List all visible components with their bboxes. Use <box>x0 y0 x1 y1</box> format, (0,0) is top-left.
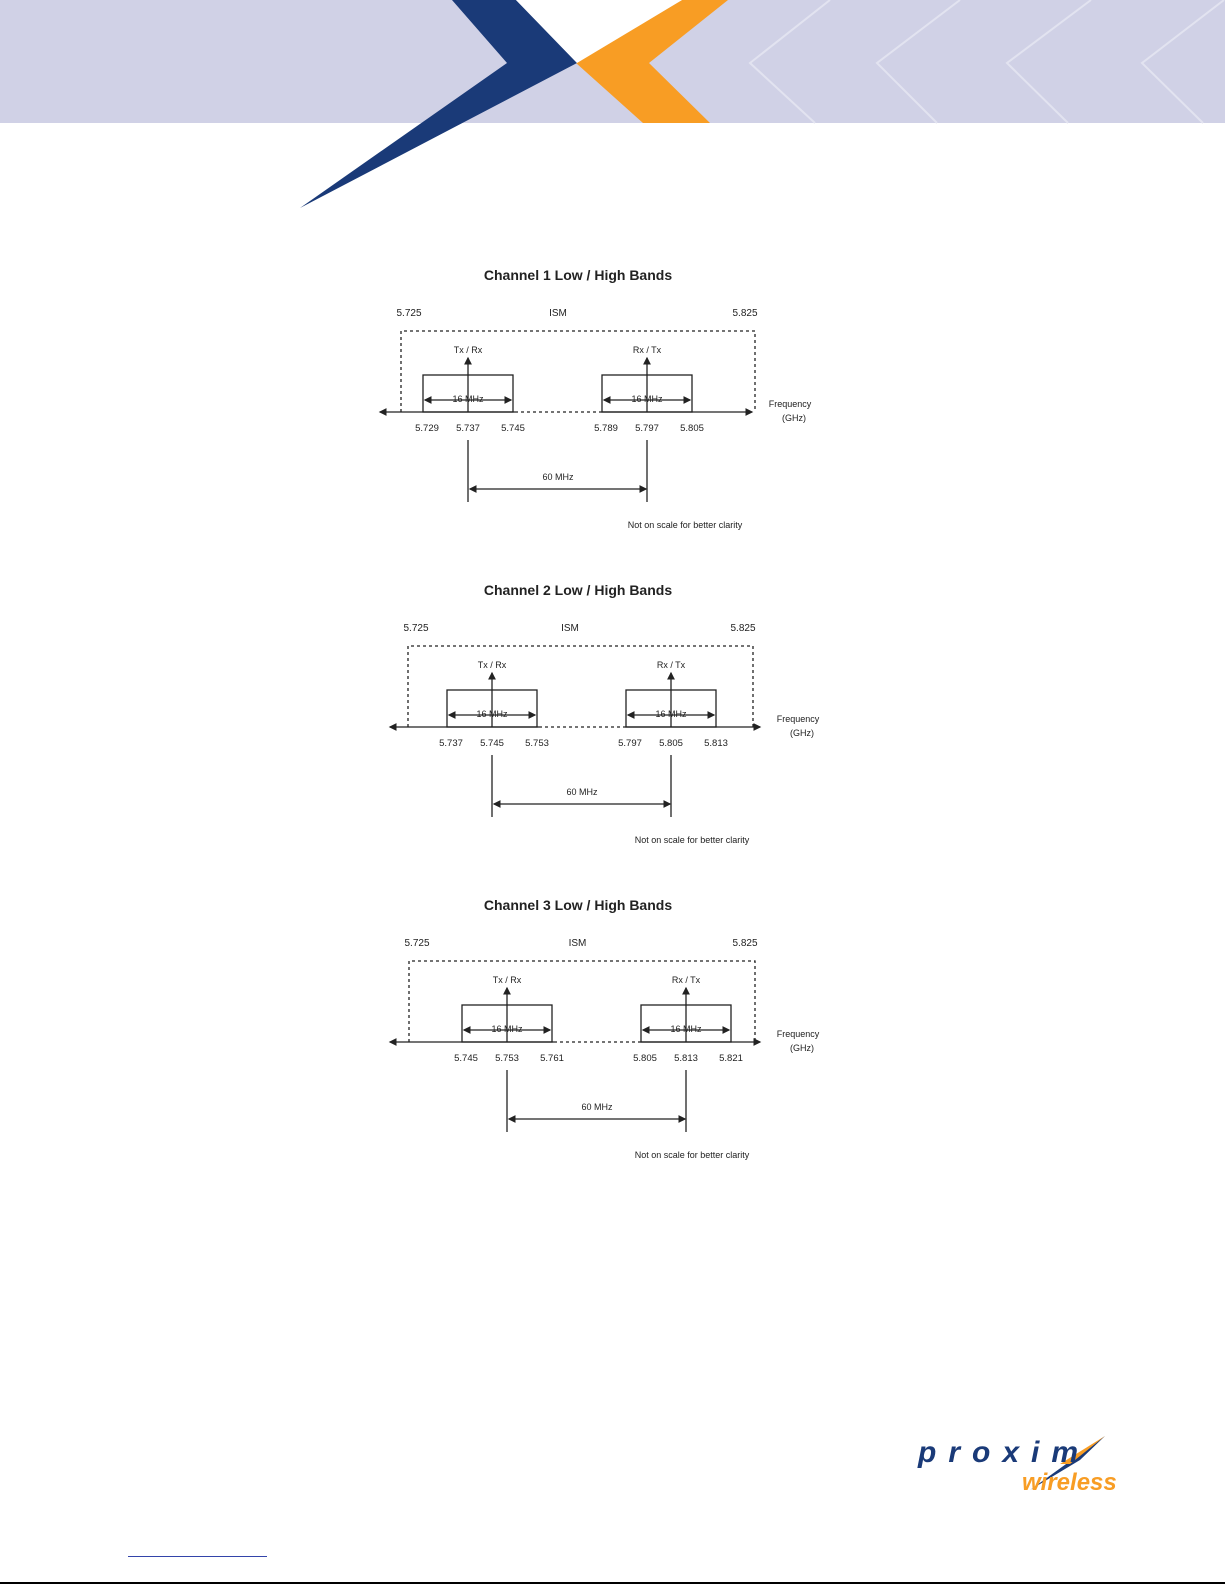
frequency-label: Frequency <box>777 714 820 724</box>
tx-band-freq-label: 5.761 <box>540 1053 564 1064</box>
tx-band-freq-label: 5.753 <box>525 738 549 749</box>
white-gap <box>516 0 682 63</box>
ism-label: ISM <box>561 623 579 634</box>
rx-band-freq-label: 5.805 <box>680 423 704 434</box>
tx-band-freq-label: 5.737 <box>439 738 463 749</box>
rx-band-width-label: 16 MHz <box>670 1024 702 1034</box>
rx-band-freq-label: 5.821 <box>719 1053 743 1064</box>
ism-frame <box>408 960 756 1042</box>
tx-band-freq-label: 5.745 <box>480 738 504 749</box>
separation-label: 60 MHz <box>566 787 598 797</box>
ism-high-label: 5.825 <box>732 308 757 319</box>
rx-band-freq-label: 5.805 <box>659 738 683 749</box>
proxim-wireless-logo: proxim wireless <box>917 1436 1117 1496</box>
tx-band-freq-label: 5.745 <box>501 423 525 434</box>
ism-frame <box>400 330 756 412</box>
ism-high-label: 5.825 <box>732 938 757 949</box>
diagram-title: Channel 2 Low / High Bands <box>484 582 672 598</box>
tx-band-label: Tx / Rx <box>478 660 507 670</box>
frequency-unit-label: (GHz) <box>782 413 806 423</box>
tx-band-label: Tx / Rx <box>493 975 522 985</box>
frequency-label: Frequency <box>769 399 812 409</box>
tx-band-width-label: 16 MHz <box>476 709 508 719</box>
navy-swoosh <box>300 0 577 208</box>
tx-band-freq-label: 5.745 <box>454 1053 478 1064</box>
footer-link-underline[interactable] <box>128 1556 267 1557</box>
rx-band-freq-label: 5.813 <box>674 1053 698 1064</box>
chevron-decorations <box>748 0 1225 124</box>
frequency-label: Frequency <box>777 1029 820 1039</box>
frequency-unit-label: (GHz) <box>790 1043 814 1053</box>
footer-rule <box>0 1582 1225 1584</box>
tx-band-width-label: 16 MHz <box>491 1024 523 1034</box>
rx-band-width-label: 16 MHz <box>655 709 687 719</box>
channel-diagram-2: Channel 2 Low / High Bands 5.725 ISM 5.825F… <box>388 582 820 845</box>
rx-band-freq-label: 5.805 <box>633 1053 657 1064</box>
logo-word-wireless: wireless <box>1022 1469 1117 1496</box>
rx-band-freq-label: 5.797 <box>635 423 659 434</box>
ism-low-label: 5.725 <box>396 308 421 319</box>
ism-label: ISM <box>549 308 567 319</box>
rx-band-label: Rx / Tx <box>633 345 662 355</box>
diagram-title: Channel 1 Low / High Bands <box>484 267 672 283</box>
channel-diagram-3: Channel 3 Low / High Bands 5.725 ISM 5.825F… <box>388 897 820 1160</box>
tx-band-label: Tx / Rx <box>454 345 483 355</box>
separation-label: 60 MHz <box>581 1102 613 1112</box>
logo-swoosh-orange <box>1060 1436 1105 1464</box>
channel-diagram-1: Channel 1 Low / High Bands 5.725 ISM 5.825F… <box>378 267 812 530</box>
ism-high-label: 5.825 <box>730 623 755 634</box>
tx-band-freq-label: 5.729 <box>415 423 439 434</box>
rx-band-freq-label: 5.813 <box>704 738 728 749</box>
scale-note: Not on scale for better clarity <box>628 520 743 530</box>
tx-band-width-label: 16 MHz <box>452 394 484 404</box>
diagram-title: Channel 3 Low / High Bands <box>484 897 672 913</box>
ism-frame <box>407 645 754 727</box>
rx-band-width-label: 16 MHz <box>631 394 663 404</box>
frequency-unit-label: (GHz) <box>790 728 814 738</box>
scale-note: Not on scale for better clarity <box>635 1150 750 1160</box>
tx-band-freq-label: 5.753 <box>495 1053 519 1064</box>
ism-low-label: 5.725 <box>403 623 428 634</box>
header-banner <box>0 0 1225 208</box>
orange-chevron <box>576 0 728 123</box>
separation-label: 60 MHz <box>542 472 574 482</box>
rx-band-label: Rx / Tx <box>672 975 701 985</box>
rx-band-freq-label: 5.789 <box>594 423 618 434</box>
rx-band-freq-label: 5.797 <box>618 738 642 749</box>
logo-word-proxim: proxim <box>917 1436 1090 1469</box>
ism-label: ISM <box>569 938 587 949</box>
ism-low-label: 5.725 <box>404 938 429 949</box>
rx-band-label: Rx / Tx <box>657 660 686 670</box>
tx-band-freq-label: 5.737 <box>456 423 480 434</box>
scale-note: Not on scale for better clarity <box>635 835 750 845</box>
